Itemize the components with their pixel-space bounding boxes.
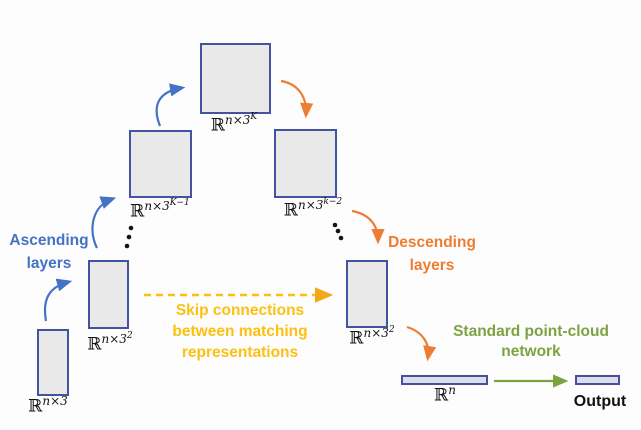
- ascending-layers-label: Ascending layers: [9, 232, 89, 272]
- real-symbol: ℝ: [434, 385, 449, 406]
- ellipsis-right: [332, 222, 344, 241]
- dimension-label-level-K: ℝn×3K: [210, 112, 258, 136]
- node-box-input: [37, 329, 69, 396]
- node-box-level-K: [200, 43, 271, 114]
- output-label: Output: [573, 393, 627, 410]
- node-bar-pooled: [401, 375, 488, 385]
- ellipsis-left: [124, 225, 134, 249]
- dimension-label-descend-level-2: ℝn×32: [349, 325, 395, 349]
- real-symbol: ℝ: [210, 115, 225, 136]
- dimension-label-input: ℝn×3: [28, 394, 68, 417]
- dimension-label-level-K-minus-1: ℝn×3K−1: [130, 198, 190, 222]
- descending-layers-label: Descending layers: [388, 234, 476, 274]
- dimension-label-pooled: ℝn: [434, 383, 456, 406]
- real-symbol: ℝ: [87, 334, 102, 355]
- real-symbol: ℝ: [283, 200, 298, 221]
- descending-arrow-3: [406, 325, 437, 362]
- real-symbol: ℝ: [349, 328, 364, 349]
- descending-arrow-1: [280, 79, 314, 119]
- dimension-label-ascend-level-2: ℝn×32: [87, 331, 133, 355]
- node-box-ascend-level-2: [88, 260, 129, 329]
- ascending-arrow-3: [155, 83, 186, 127]
- dimension-label-level-k-minus-2: ℝn×3k−2: [283, 197, 343, 221]
- node-bar-output: [575, 375, 620, 385]
- node-box-descend-level-2: [346, 260, 388, 328]
- node-box-level-K-minus-1: [129, 130, 192, 198]
- real-symbol: ℝ: [28, 396, 43, 417]
- ascending-arrow-1: [43, 278, 73, 322]
- node-box-level-k-minus-2: [274, 129, 337, 198]
- descending-arrow-2: [351, 209, 385, 245]
- ascending-arrow-2: [91, 196, 117, 249]
- real-symbol: ℝ: [130, 201, 145, 222]
- skip-connections-label: Skip connections between matching repres…: [172, 302, 308, 361]
- standard-network-label: Standard point-cloud network: [453, 323, 609, 360]
